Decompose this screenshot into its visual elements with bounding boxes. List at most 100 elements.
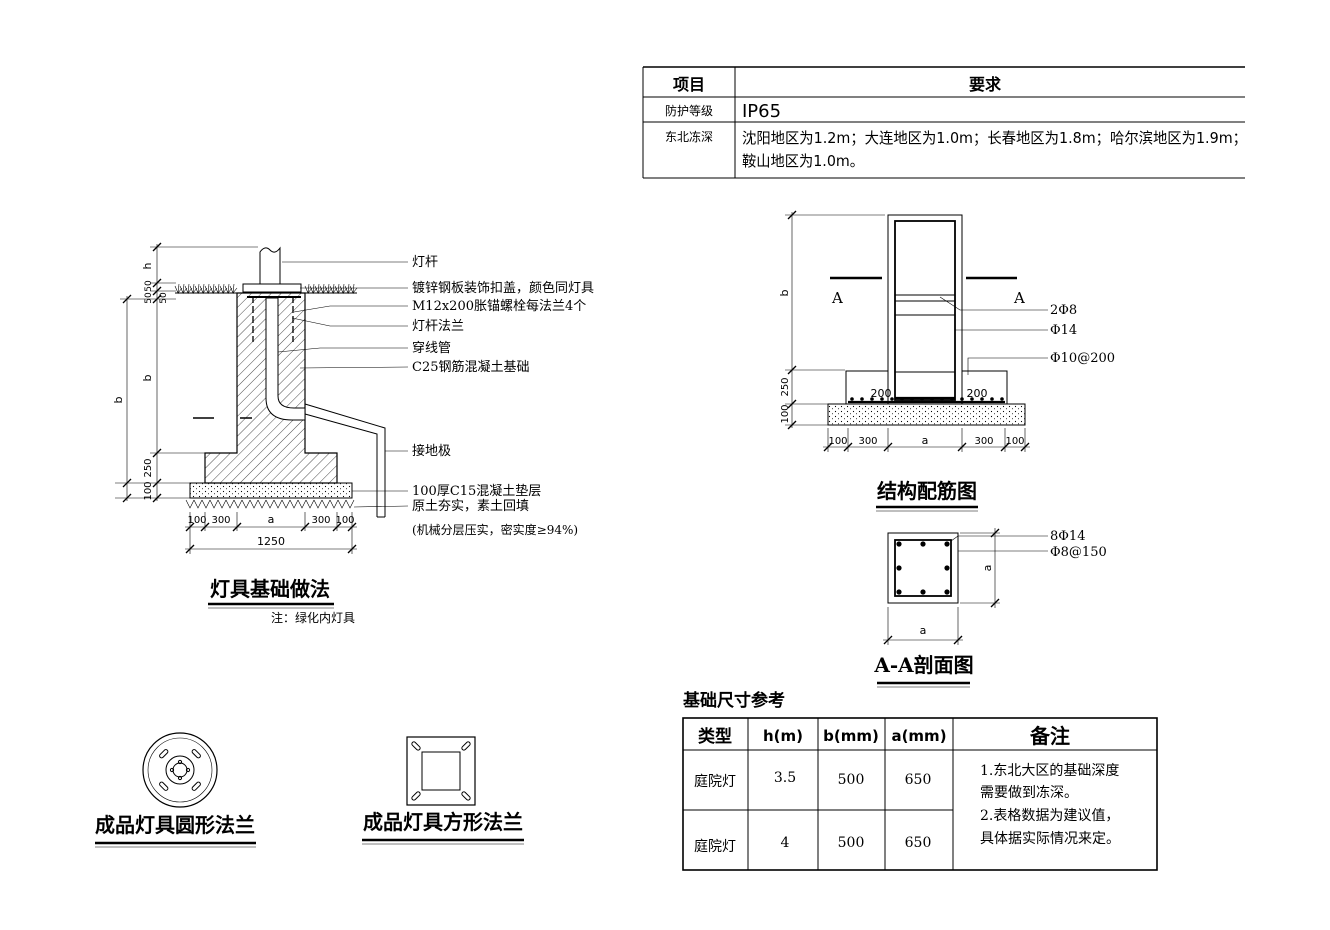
dim-100: 100 (335, 515, 354, 526)
dimension-ticks (185, 522, 357, 554)
cell-b: 500 (838, 835, 865, 851)
rebar-dot (890, 397, 894, 401)
dim-100: 100 (828, 436, 847, 447)
dimension-tick (990, 528, 1000, 538)
leader-line (939, 296, 1048, 311)
dim-50: 50 (144, 280, 154, 292)
bottom-dimensions: 100 300 a 300 100 1250 (185, 512, 357, 554)
cell-type: 庭院灯 (694, 838, 736, 855)
flange-slot (191, 781, 201, 791)
leader-line (299, 366, 409, 369)
bolt-hole (185, 767, 191, 773)
cell-a: 650 (905, 772, 932, 788)
rebar-dot (944, 541, 950, 547)
label-8phi14: 8Φ14 (1050, 529, 1085, 544)
dimension-tick (957, 442, 967, 452)
dimension-tick (347, 522, 357, 532)
rebar-dot (944, 589, 950, 595)
leader-line (291, 317, 408, 327)
label-conduit: 穿线管 (412, 340, 451, 356)
remark-line: 2.表格数据为建议值， (980, 808, 1119, 824)
remark-line: 1.东北大区的基础深度 (980, 762, 1119, 779)
dim-250: 250 (143, 458, 154, 477)
cell-h: 4 (781, 835, 790, 851)
dim-a: a (922, 434, 929, 447)
conduit-pipe (265, 297, 306, 421)
soil-hatch (249, 499, 259, 509)
header-a: a(mm) (891, 727, 946, 745)
dimension-tick (152, 448, 162, 458)
dimension-tick (122, 478, 132, 488)
dim-b: b (778, 289, 791, 296)
soil-hatch (281, 499, 291, 509)
flange-slot (159, 781, 169, 791)
dimension-tick (787, 210, 797, 220)
size-table: 类型 h(m) b(mm) a(mm) 备注 庭院灯 3.5 500 650 庭… (682, 717, 1158, 871)
flange-bore (172, 762, 188, 778)
rebar-dot (896, 589, 902, 595)
dim-250: 250 (780, 377, 791, 396)
section-aa-title: A-A剖面图 (873, 653, 973, 677)
label-compaction: (机械分层压实，密实度≥94%) (412, 522, 578, 537)
dimension-tick (152, 294, 162, 304)
header-type: 类型 (698, 726, 732, 747)
row-item: 东北冻深 (665, 129, 713, 144)
dimension-tick (232, 522, 242, 532)
round-flange (142, 732, 218, 808)
dimension-tick (185, 522, 195, 532)
soil-hatch (265, 499, 275, 509)
soil-hatch (289, 499, 299, 509)
column-outline (887, 214, 963, 405)
dim-200: 200 (871, 387, 892, 400)
leader-line (293, 305, 408, 313)
rebar-dot (896, 565, 902, 571)
section-stirrup (894, 539, 952, 597)
header-b: b(mm) (823, 727, 879, 745)
footing-outline (845, 370, 1008, 404)
dim-a: a (268, 513, 275, 526)
row-requirement: IP65 (742, 101, 781, 122)
header-h: h(m) (763, 727, 803, 745)
dimension-tick (332, 522, 342, 532)
flange-inner-ring (147, 737, 213, 803)
rebar-dot (880, 397, 884, 401)
bolt-hole (169, 767, 175, 773)
dim-b-outer: b (112, 396, 125, 403)
rebar-dot (1000, 397, 1004, 401)
cell-a: 650 (905, 835, 932, 851)
header-item: 项目 (673, 75, 705, 94)
soil-hatch (329, 499, 339, 509)
soil-hatch (297, 499, 307, 509)
flange-slots (411, 741, 471, 801)
compacted-soil (185, 499, 355, 509)
section-rebar-dots (896, 541, 950, 595)
size-table-title: 基础尺寸参考 (682, 690, 785, 711)
soil-hatch (201, 499, 211, 509)
label-cover: 镀锌钢板装饰扣盖，颜色同灯具 (412, 280, 594, 296)
soil-hatch (305, 499, 315, 509)
soil-hatch (273, 499, 283, 509)
bolt-hole (177, 775, 183, 781)
flange-slot (411, 791, 421, 801)
rebar-title: 结构配筋图 (877, 479, 977, 503)
label-phi10-200: Φ10@200 (1050, 351, 1115, 366)
dimension-tick (953, 635, 963, 645)
rebar-dot (920, 589, 926, 595)
vertical-dimensions: b 250 100 (778, 210, 885, 430)
dimension-tick (883, 635, 893, 645)
dimension-tick (1000, 442, 1010, 452)
column-rebar-cage (894, 220, 956, 401)
dim-50: 50 (159, 292, 169, 304)
dim-300: 300 (858, 436, 877, 447)
header-remarks: 备注 (1029, 724, 1070, 748)
rebar-dot (860, 397, 864, 401)
dimension-tick (347, 544, 357, 554)
rebar-dot (980, 397, 984, 401)
dimension-tick (883, 442, 893, 452)
dim-a-bottom: a (920, 624, 927, 637)
remark-line: 需要做到冻深。 (980, 784, 1078, 801)
requirements-table: 项目 要求 防护等级 IP65 东北冻深 沈阳地区为1.2m；大连地区为1.0m… (642, 66, 1247, 179)
label-phi8-150: Φ8@150 (1050, 545, 1107, 560)
label-leaders (277, 261, 409, 508)
dimension-tick (843, 442, 853, 452)
